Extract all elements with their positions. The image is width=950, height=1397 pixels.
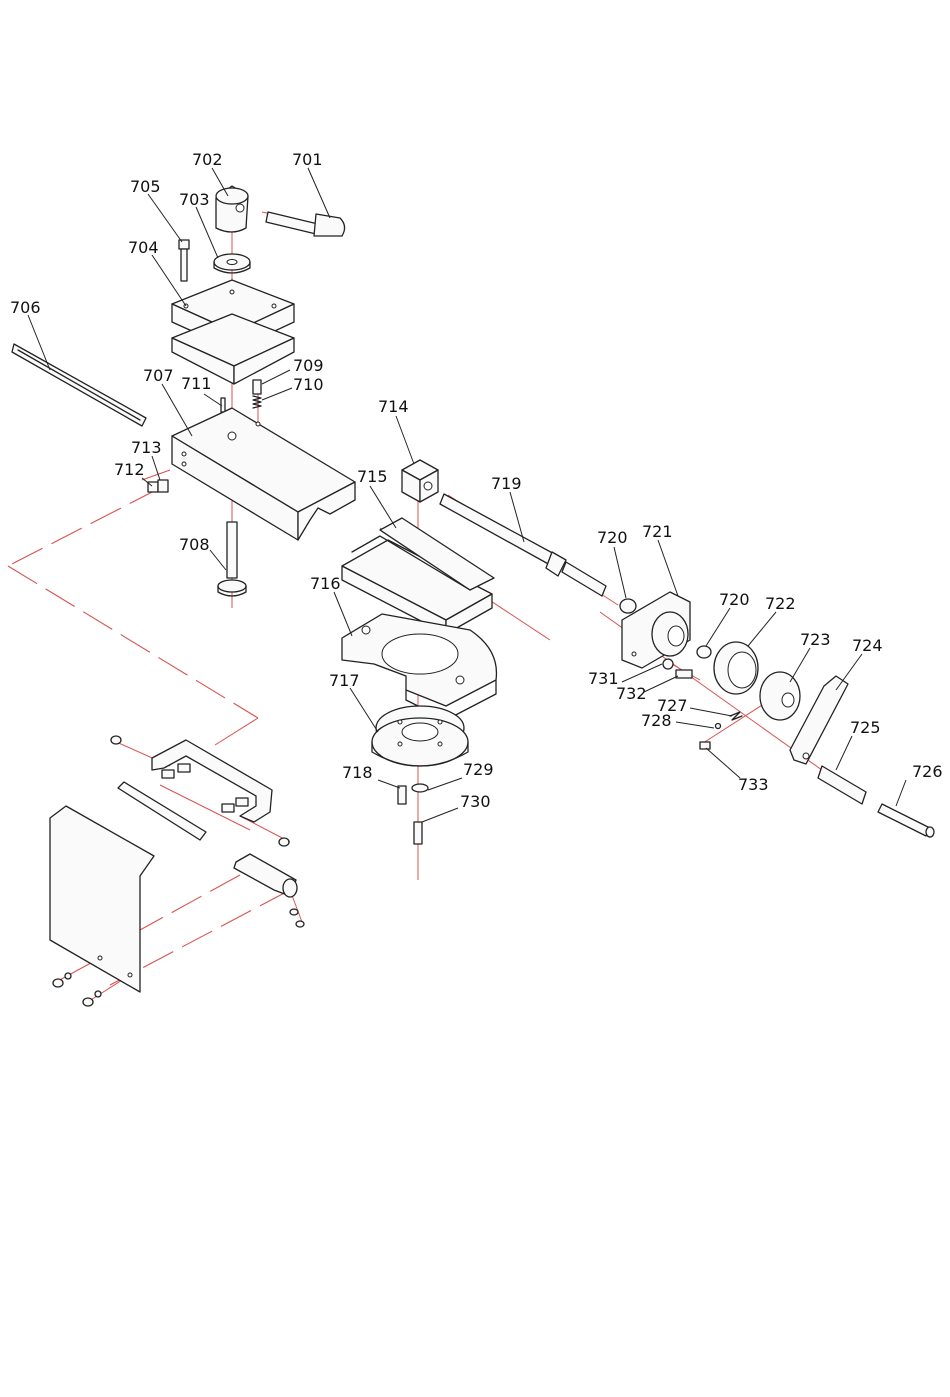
part-703-washer [214,254,250,273]
label-720: 720 [597,528,628,547]
label-724: 724 [852,636,883,655]
part-718-729-730-fasteners [398,784,428,844]
label-712: 712 [114,460,145,479]
label-721: 721 [642,522,673,541]
label-711: 711 [181,374,212,393]
part-722-dial-ring [714,642,758,694]
part-702-lever-hub [216,186,248,232]
label-731: 731 [588,669,619,688]
label-710: 710 [293,375,324,394]
label-723: 723 [800,630,831,649]
guard-panel [50,806,154,1006]
label-733: 733 [738,775,769,794]
label-706: 706 [10,298,41,317]
label-726: 726 [912,762,943,781]
label-701: 701 [292,150,323,169]
part-709-710-pin-spring [253,380,261,408]
label-725: 725 [850,718,881,737]
label-715: 715 [357,467,388,486]
label-713: 713 [131,438,162,457]
part-726-pin [878,804,934,837]
part-711-small-pin [221,398,225,412]
label-719: 719 [491,474,522,493]
label-730: 730 [460,792,491,811]
part-714-nut-block [402,460,438,502]
part-725-grip [818,766,866,804]
label-703: 703 [179,190,210,209]
label-722: 722 [765,594,796,613]
leader-lines [28,168,906,822]
part-731-732-fasteners [663,659,692,678]
part-712-713-screw-nut [148,480,168,492]
part-706-gib-strip [12,344,146,426]
part-716-swivel-base [342,614,496,720]
part-717-rotary-base [372,706,468,766]
part-727-728-733-small-parts [700,712,742,749]
label-729: 729 [463,760,494,779]
part-723-dial-hub [760,672,800,720]
part-715-cross-slide [342,518,494,634]
label-718: 718 [342,763,373,782]
label-705: 705 [130,177,161,196]
label-720-b: 720 [719,590,750,609]
part-707-compound-slide [172,408,355,540]
part-705-bolt [179,240,189,281]
label-709: 709 [293,356,324,375]
part-701-handle [266,212,345,236]
label-702: 702 [192,150,223,169]
label-732: 732 [616,684,647,703]
label-714: 714 [378,397,409,416]
part-704-tool-post-plates [172,280,294,384]
label-704: 704 [128,238,159,257]
part-number-labels: 701 702 703 704 705 706 707 708 709 710 … [10,150,943,811]
label-717: 717 [329,671,360,690]
label-707: 707 [143,366,174,385]
label-728: 728 [641,711,672,730]
label-708: 708 [179,535,210,554]
label-716: 716 [310,574,341,593]
part-708-spindle [218,522,246,596]
